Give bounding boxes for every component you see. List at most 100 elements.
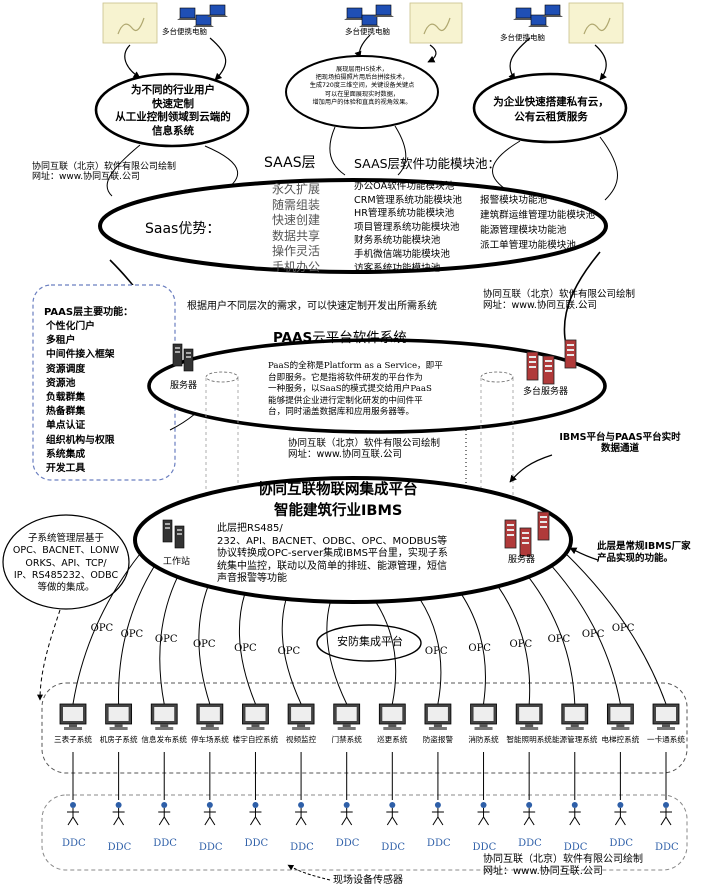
paas-feature-item: 热备群集 xyxy=(46,406,86,418)
paas-feature-item: 个性化门户 xyxy=(46,321,95,332)
laptop-label-right: 多台便携电脑 xyxy=(500,33,545,42)
opc-connection-line xyxy=(375,601,397,705)
ddc-device-icon xyxy=(385,801,399,826)
saas-custom-note: 根据用户不同层次的需求，可以快速定制开发出所需系统 xyxy=(187,301,437,312)
opc-label: OPC xyxy=(277,645,301,657)
ddc-label: DDC xyxy=(381,842,405,853)
paas-feature-item: 单点认证 xyxy=(46,420,86,432)
opc-connection-line xyxy=(528,576,576,705)
ddc-device-icon xyxy=(294,801,308,826)
ddc-label: DDC xyxy=(472,842,497,853)
security-platform-label: 安防集成平台 xyxy=(337,635,403,648)
subsystem-monitor-icon xyxy=(652,703,680,731)
subsystem-label: 巡更系统 xyxy=(377,735,408,744)
ddc-device-icon xyxy=(613,801,627,826)
ddc-device-icon xyxy=(522,801,536,826)
paas-feature-item: 组织机构与权限 xyxy=(46,434,115,446)
saas-module-item: 报警模块功能池 xyxy=(480,195,548,206)
subsystem-label: 电梯控系统 xyxy=(601,735,640,744)
opc-connection-line xyxy=(326,601,348,705)
subsystem-monitor-icon xyxy=(424,703,452,731)
opc-connection-line xyxy=(72,553,141,705)
saas-module-item: 财务系统功能模块池 xyxy=(354,235,441,247)
laptop-label-mid: 多台便携电脑 xyxy=(345,27,390,36)
ellipse-saas-layer xyxy=(98,178,608,274)
subsystem-monitor-icon xyxy=(241,703,269,731)
server-icon xyxy=(172,343,183,367)
workstation-icon xyxy=(174,525,185,549)
saas-module-item: 办公OA软件功能模块池 xyxy=(354,181,455,192)
opc-connection-line xyxy=(118,565,156,705)
laptop-icon xyxy=(176,7,199,21)
laptop-icon xyxy=(372,4,395,18)
opc-label: OPC xyxy=(509,639,533,651)
paas-feature-item: 开发工具 xyxy=(46,463,86,474)
saas-advantage-item: 快速创建 xyxy=(272,213,321,227)
subsystem-monitor-icon xyxy=(606,703,634,731)
subsystem-label: 机房子系统 xyxy=(99,735,138,744)
server-icon xyxy=(504,519,517,549)
subsystem-label: 消防系统 xyxy=(468,735,499,744)
paas-description: PaaS的全称是Platform as a Service，即平 台即服务。它是… xyxy=(268,361,443,418)
subsystem-monitor-icon xyxy=(561,703,589,731)
ddc-label: DDC xyxy=(426,838,451,849)
opc-label: OPC xyxy=(120,628,144,640)
ddc-label: DDC xyxy=(107,842,132,853)
subsystem-label: 信息发布系统 xyxy=(141,735,187,744)
paas-feature-item: 负载群集 xyxy=(46,392,86,403)
opc-connection-line xyxy=(198,586,211,705)
sketch-image-right xyxy=(568,2,624,44)
paas-title-bold: PAAS xyxy=(273,330,313,346)
subsystem-monitor-icon xyxy=(287,703,315,731)
opc-connection-line xyxy=(551,565,621,705)
opc-connection-line xyxy=(238,593,256,705)
ddc-device-icon xyxy=(203,801,217,826)
opc-connection-line xyxy=(419,598,442,705)
server-icon xyxy=(183,348,194,372)
opc-label: OPC xyxy=(424,645,448,657)
ddc-device-icon xyxy=(568,801,582,826)
ellipse-security-platform xyxy=(316,624,422,662)
ddc-label: DDC xyxy=(62,838,86,849)
ellipse-ibms-layer xyxy=(133,476,573,604)
subsystem-monitor-icon xyxy=(105,703,133,731)
opc-connection-line xyxy=(565,553,667,705)
multi-server-icon xyxy=(564,339,577,369)
saas-pool-title: SAAS层软件功能模块池： xyxy=(354,156,501,171)
multi-server-icon xyxy=(542,355,555,385)
credit-paas: 协同互联（北京）软件有限公司绘制 网址：www.协同互联.公司 xyxy=(288,438,441,460)
ddc-label: DDC xyxy=(335,838,360,849)
saas-module-item: HR管理系统功能模块池 xyxy=(354,208,455,220)
ellipse-custom-industry xyxy=(94,72,250,148)
subsystem-label: 楼宇自控系统 xyxy=(232,735,279,744)
ddc-box xyxy=(41,794,688,871)
subsystem-monitor-icon xyxy=(470,703,498,731)
ellipse-right-text: 为企业快速搭建私有云， 公有云租赁服务 xyxy=(493,96,609,123)
server-icon xyxy=(537,511,550,541)
integration-note: 子系统管理层基于 OPC、BACNET、LONW ORKS、API、TCP/ I… xyxy=(12,533,120,594)
credit-top-left: 协同互联（北京）软件有限公司绘制 网址：www.协同互联.公司 xyxy=(32,162,177,183)
saas-advantage-label: Saas优势： xyxy=(145,221,221,237)
ddc-label: DDC xyxy=(518,838,542,849)
paas-title: PAAS云平台软件系统 xyxy=(273,330,407,347)
server-icon xyxy=(519,527,532,557)
ibms-server-label: 服务器 xyxy=(508,555,536,565)
subsystem-label: 三表子系统 xyxy=(54,735,92,744)
subsystem-monitor-icon xyxy=(378,703,406,731)
saas-module-item: 手机微信端功能模块池 xyxy=(354,249,450,260)
ellipse-integration-note xyxy=(2,514,130,610)
opc-label: OPC xyxy=(154,634,178,646)
ddc-label: DDC xyxy=(609,838,634,849)
ddc-label: DDC xyxy=(198,842,223,853)
paas-feature-item: 中间件接入框架 xyxy=(46,349,115,361)
subsystem-monitor-icon xyxy=(59,703,87,731)
subsystem-monitor-icon xyxy=(150,703,178,731)
subsystem-monitor-icon xyxy=(515,703,543,731)
laptop-icon xyxy=(206,4,229,18)
ibms-title-1: 协同互联物联网集成平台 xyxy=(258,482,418,498)
opc-connection-line xyxy=(159,576,179,705)
saas-module-item: 能源管理模块功能池 xyxy=(480,225,567,236)
saas-advantage-item: 数据共享 xyxy=(272,228,321,243)
